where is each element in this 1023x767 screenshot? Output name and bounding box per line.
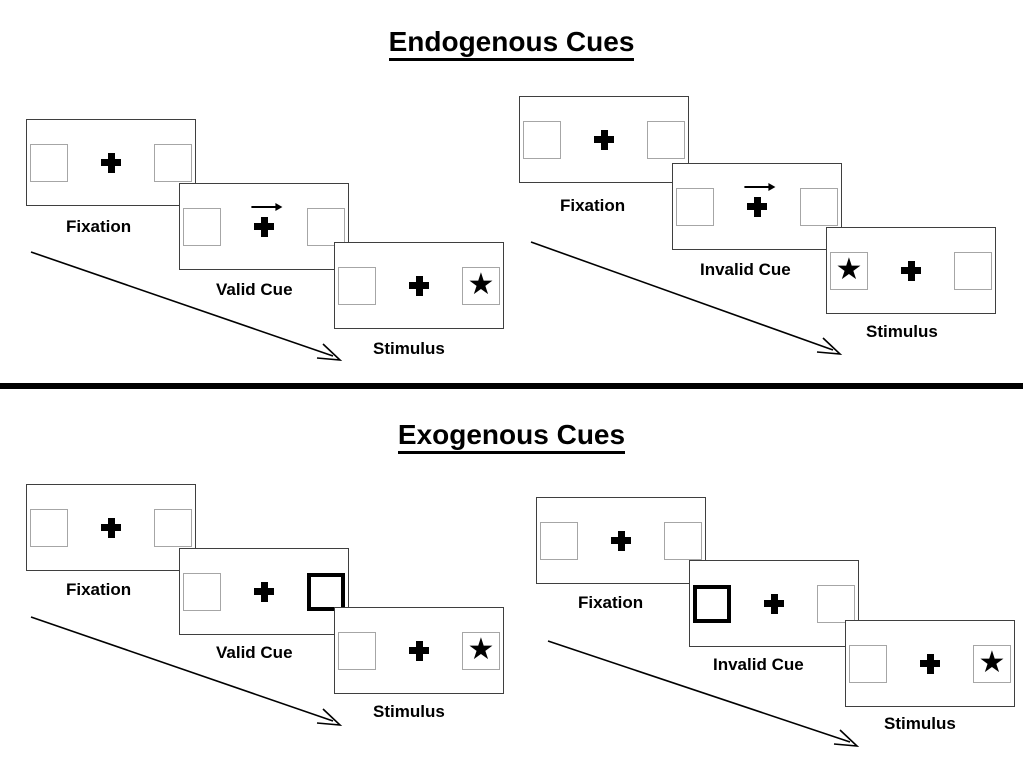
stim-box-left xyxy=(183,207,221,246)
star-icon: ★ xyxy=(467,267,495,301)
caption-exogenous-invalid-cue: Invalid Cue xyxy=(713,655,804,674)
arrow-right-icon xyxy=(251,202,283,211)
fixation-cross-wrap xyxy=(604,530,638,551)
section-title-endogenous: Endogenous Cues xyxy=(0,26,1023,61)
stim-box-right xyxy=(154,508,192,547)
caption-endogenous-invalid-stimulus: Stimulus xyxy=(866,322,938,341)
stim-box-left: ★ xyxy=(830,251,868,290)
panel-endogenous-valid-stimulus: ★ xyxy=(334,242,504,329)
panel-endogenous-valid-cue xyxy=(179,183,349,270)
plus-sign-icon xyxy=(254,216,274,237)
plus-sign-icon xyxy=(254,581,274,602)
stim-box-right xyxy=(307,207,345,246)
fixation-cross-wrap xyxy=(757,593,791,614)
stim-box-right xyxy=(664,521,702,560)
star-icon: ★ xyxy=(835,252,863,286)
stim-box-left xyxy=(523,120,561,159)
fixation-cross-wrap xyxy=(247,581,281,602)
stim-box-right: ★ xyxy=(462,631,500,670)
panel-exogenous-valid-cue xyxy=(179,548,349,635)
stim-box-left xyxy=(338,266,376,305)
section-title-exogenous: Exogenous Cues xyxy=(0,419,1023,454)
caption-endogenous-valid-stimulus: Stimulus xyxy=(373,339,445,358)
plus-sign-icon xyxy=(101,517,121,538)
panel-endogenous-invalid-cue xyxy=(672,163,842,250)
panel-exogenous-valid-fixation xyxy=(26,484,196,571)
fixation-cross-wrap xyxy=(402,640,436,661)
stim-box-right xyxy=(800,187,838,226)
panel-endogenous-invalid-stimulus: ★ xyxy=(826,227,996,314)
caption-endogenous-valid-cue: Valid Cue xyxy=(216,280,293,299)
plus-sign-icon xyxy=(747,196,767,217)
time-flow-arrow-endogenous-invalid xyxy=(530,241,843,355)
stim-box-right xyxy=(647,120,685,159)
caption-exogenous-valid-stimulus: Stimulus xyxy=(373,702,445,721)
stim-box-right xyxy=(154,143,192,182)
plus-sign-icon xyxy=(920,653,940,674)
panel-exogenous-invalid-stimulus: ★ xyxy=(845,620,1015,707)
panel-exogenous-valid-stimulus: ★ xyxy=(334,607,504,694)
fixation-cross-wrap xyxy=(894,260,928,281)
star-icon: ★ xyxy=(467,632,495,666)
fixation-cross-wrap xyxy=(740,182,776,217)
caption-endogenous-invalid-fixation: Fixation xyxy=(560,196,626,215)
plus-sign-icon xyxy=(764,593,784,614)
fixation-cross-wrap xyxy=(587,129,621,150)
caption-endogenous-invalid-cue: Invalid Cue xyxy=(700,260,791,279)
fixation-cross-wrap xyxy=(247,202,283,237)
section-title-endogenous-text: Endogenous Cues xyxy=(388,26,635,61)
stim-box-right-cued xyxy=(307,572,345,611)
stim-box-left xyxy=(338,631,376,670)
plus-sign-icon xyxy=(409,640,429,661)
plus-sign-icon xyxy=(594,129,614,150)
section-title-exogenous-text: Exogenous Cues xyxy=(397,419,626,454)
stim-box-right: ★ xyxy=(973,644,1011,683)
stim-box-left xyxy=(183,572,221,611)
caption-exogenous-valid-cue: Valid Cue xyxy=(216,643,293,662)
plus-sign-icon xyxy=(101,152,121,173)
panel-exogenous-invalid-cue xyxy=(689,560,859,647)
plus-sign-icon xyxy=(611,530,631,551)
stim-box-left-cued xyxy=(693,584,731,623)
fixation-cross-wrap xyxy=(94,517,128,538)
time-flow-arrow-exogenous-invalid xyxy=(547,640,860,747)
fixation-cross-wrap xyxy=(402,275,436,296)
fixation-cross-wrap xyxy=(913,653,947,674)
plus-sign-icon xyxy=(409,275,429,296)
plus-sign-icon xyxy=(901,260,921,281)
caption-exogenous-invalid-fixation: Fixation xyxy=(578,593,644,612)
caption-exogenous-valid-fixation: Fixation xyxy=(66,580,132,599)
panel-endogenous-invalid-fixation xyxy=(519,96,689,183)
fixation-cross-wrap xyxy=(94,152,128,173)
stim-box-left xyxy=(849,644,887,683)
caption-endogenous-valid-fixation: Fixation xyxy=(66,217,132,236)
panel-exogenous-invalid-fixation xyxy=(536,497,706,584)
caption-exogenous-invalid-stimulus: Stimulus xyxy=(884,714,956,733)
star-icon: ★ xyxy=(978,645,1006,679)
panel-endogenous-valid-fixation xyxy=(26,119,196,206)
section-divider xyxy=(0,383,1023,389)
stim-box-left xyxy=(30,143,68,182)
stim-box-left xyxy=(676,187,714,226)
stim-box-right xyxy=(954,251,992,290)
arrow-right-icon xyxy=(744,182,776,191)
stim-box-left xyxy=(30,508,68,547)
stim-box-left xyxy=(540,521,578,560)
stim-box-right xyxy=(817,584,855,623)
stim-box-right: ★ xyxy=(462,266,500,305)
